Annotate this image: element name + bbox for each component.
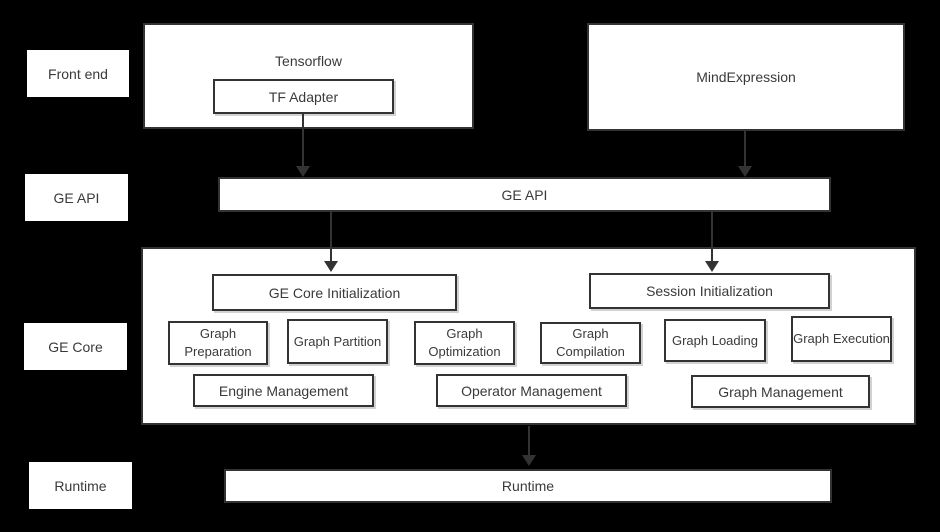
runtime-bar: Runtime	[224, 469, 832, 503]
side-label-ge-api: GE API	[25, 174, 128, 221]
arrow-ge-api-to-ge-core-init-icon	[324, 212, 338, 272]
side-label-runtime: Runtime	[29, 462, 132, 509]
arrow-head-icon	[522, 455, 536, 466]
engine-management-box: Engine Management	[193, 374, 374, 407]
graph-partition-box: Graph Partition	[287, 319, 388, 364]
arrow-head-icon	[296, 166, 310, 177]
arrow-ge-core-to-runtime-icon	[522, 426, 536, 466]
ge-core-initialization-box: GE Core Initialization	[212, 274, 457, 311]
ge-core-box: GE Core Initialization Session Initializ…	[141, 247, 916, 425]
operator-management-box: Operator Management	[436, 374, 627, 407]
graph-compilation-box: Graph Compilation	[540, 322, 641, 364]
mindexpression-box: MindExpression	[587, 23, 905, 131]
ge-api-bar: GE API	[218, 177, 831, 212]
side-label-ge-core: GE Core	[24, 323, 127, 370]
arrow-head-icon	[324, 261, 338, 272]
graph-preparation-box: Graph Preparation	[168, 321, 268, 365]
tf-adapter-box: TF Adapter	[213, 79, 394, 114]
tensorflow-box: Tensorflow TF Adapter	[143, 23, 474, 129]
arrow-line	[528, 426, 530, 456]
arrow-line	[302, 114, 304, 167]
side-label-front-end: Front end	[27, 50, 129, 97]
graph-loading-box: Graph Loading	[664, 319, 766, 362]
arrow-line	[744, 131, 746, 167]
graph-management-box: Graph Management	[691, 375, 870, 408]
graph-optimization-box: Graph Optimization	[414, 321, 515, 365]
tensorflow-label: Tensorflow	[275, 53, 342, 69]
arrow-mindexpression-to-ge-api-icon	[738, 131, 752, 177]
arrow-tf-adapter-to-ge-api-icon	[296, 114, 310, 177]
arrow-line	[330, 212, 332, 262]
arrow-head-icon	[738, 166, 752, 177]
session-initialization-box: Session Initialization	[589, 273, 830, 309]
arrow-head-icon	[705, 261, 719, 272]
graph-execution-box: Graph Execution	[791, 316, 892, 362]
arrow-line	[711, 212, 713, 262]
arrow-ge-api-to-session-init-icon	[705, 212, 719, 272]
